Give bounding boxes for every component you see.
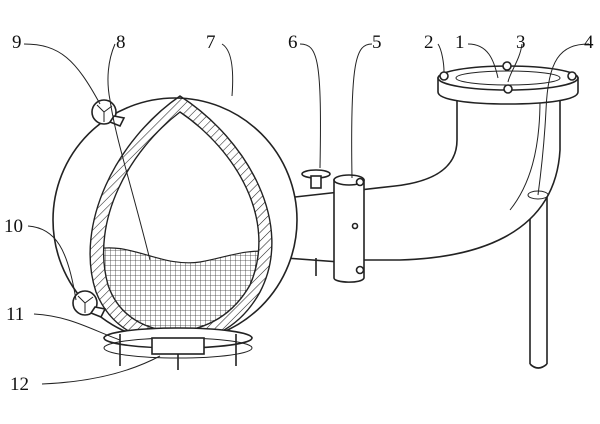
label-part-7: 7 — [206, 32, 216, 53]
flange-bolts — [439, 61, 577, 94]
upper-fan — [91, 99, 126, 128]
leader-lines — [23, 43, 590, 385]
label-part-8: 8 — [116, 32, 126, 53]
label-part-9: 9 — [12, 32, 22, 53]
label-part-11: 11 — [6, 304, 24, 325]
label-part-10: 10 — [4, 216, 23, 237]
top-fitting — [301, 169, 331, 276]
part-labels: 9 8 7 6 5 2 1 3 4 10 11 12 — [4, 32, 594, 395]
lower-fan — [72, 290, 107, 319]
support-rod — [529, 196, 548, 369]
label-part-5: 5 — [372, 32, 382, 53]
label-part-12: 12 — [10, 374, 29, 395]
label-part-1: 1 — [455, 32, 465, 53]
label-part-2: 2 — [424, 32, 434, 53]
side-flange — [333, 174, 365, 283]
base-stand — [103, 327, 253, 370]
elbow-pipe — [359, 99, 561, 261]
label-part-3: 3 — [516, 32, 526, 53]
label-part-6: 6 — [288, 32, 298, 53]
label-part-4: 4 — [584, 32, 594, 53]
